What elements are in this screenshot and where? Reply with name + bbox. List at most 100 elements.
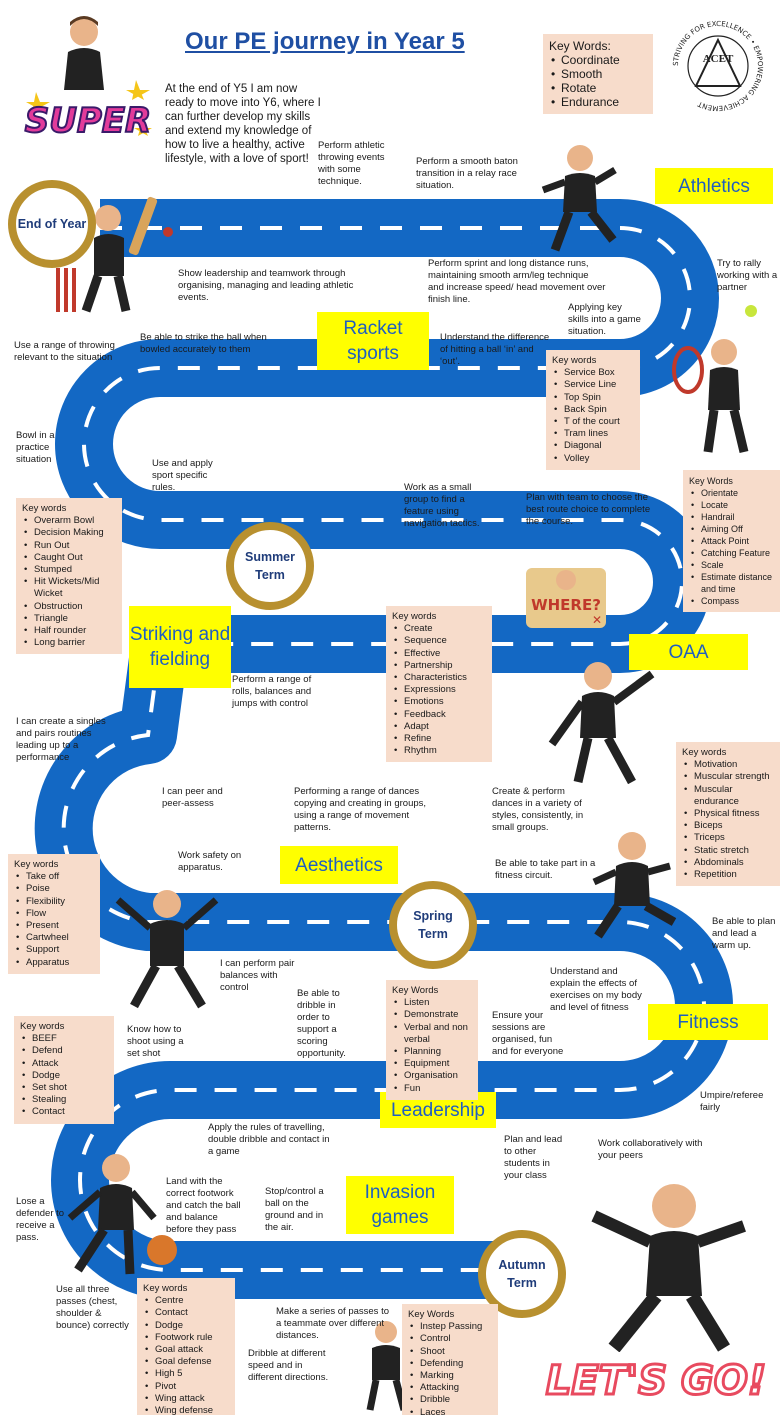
logo-center-text: ACET <box>703 53 734 65</box>
keyword-item: Laces <box>408 1407 492 1415</box>
keyword-item: Obstruction <box>22 601 116 613</box>
note-three-passes: Use all three passes (chest, shoulder & … <box>56 1284 129 1331</box>
keyword-item: Expressions <box>392 684 486 696</box>
keyword-item: Marking <box>408 1370 492 1382</box>
keywords-gymnastics: Key words Take off Poise Flexibility Flo… <box>8 854 100 974</box>
keywords-title: Key Words <box>392 985 439 996</box>
note-lose-defender: Lose a defender to receive a pass. <box>16 1196 65 1243</box>
keyword-item: Dribble <box>408 1394 492 1406</box>
keyword-item: Contact <box>143 1307 229 1319</box>
note-routines: I can create a singles and pairs routine… <box>16 716 106 763</box>
note-warm-up: Be able to plan and lead a warm up. <box>712 916 776 951</box>
keyword-item: Partnership <box>392 660 486 672</box>
note-sport-rules: Use and apply sport specific rules. <box>152 458 213 493</box>
keyword-item: Static stretch <box>682 845 774 857</box>
label-oaa: OAA <box>629 634 748 670</box>
keywords-dance: Key words Create Sequence Effective Part… <box>386 606 492 763</box>
keyword-item: Overarm Bowl <box>22 515 116 527</box>
keyword-item: Run Out <box>22 540 116 552</box>
keyword-item: Emotions <box>392 696 486 708</box>
keyword-item: Half rounder <box>22 625 116 637</box>
keyword-item: Defend <box>20 1045 108 1057</box>
keywords-title: Key words <box>14 859 59 870</box>
keywords-athletics: Key Words: Coordinate Smooth Rotate Endu… <box>543 34 653 114</box>
keyword-item: Verbal and non verbal <box>392 1022 472 1046</box>
keyword-item: Attack Point <box>689 535 774 547</box>
tennis-racket-icon <box>672 346 704 394</box>
keyword-item: Organisation <box>392 1070 472 1082</box>
keywords-title: Key words <box>392 611 437 622</box>
keywords-title: Key words <box>20 1021 65 1032</box>
keyword-item: Attack <box>20 1058 108 1070</box>
keyword-item: Wing defense <box>143 1405 229 1415</box>
dancer-avatar <box>548 654 663 789</box>
keyword-item: Centre <box>143 1295 229 1307</box>
keyword-item: Attacking <box>408 1382 492 1394</box>
keyword-item: Diagonal <box>552 440 634 452</box>
keywords-invasion: Key words Centre Contact Dodge Footwork … <box>137 1278 235 1415</box>
keyword-item: Cartwheel <box>14 932 94 944</box>
note-bowl-practice: Bowl in a practice situation <box>16 430 55 465</box>
keyword-item: Shoot <box>408 1346 492 1358</box>
keyword-item: Effective <box>392 648 486 660</box>
note-strike-ball: Be able to strike the ball when bowled a… <box>140 332 267 355</box>
keyword-item: Sequence <box>392 635 486 647</box>
keywords-striking: Key words Overarm Bowl Decision Making R… <box>16 498 122 655</box>
note-leadership-athletics: Show leadership and teamwork through org… <box>178 268 354 303</box>
keyword-item: Scale <box>689 559 774 571</box>
runner-avatar <box>535 140 625 260</box>
keywords-title: Key words <box>143 1283 188 1294</box>
note-rally-partner: Try to rally working with a partner <box>717 258 778 293</box>
keyword-item: Handrail <box>689 511 774 523</box>
keyword-item: Apparatus <box>14 957 94 969</box>
note-umpire: Umpire/referee fairly <box>700 1090 764 1113</box>
keyword-item: Set shot <box>20 1082 108 1094</box>
keyword-item: Dodge <box>20 1070 108 1082</box>
keyword-item: Abdominals <box>682 857 774 869</box>
keyword-item: BEEF <box>20 1033 108 1045</box>
keyword-item: Contact <box>20 1106 108 1118</box>
keyword-item: High 5 <box>143 1368 229 1380</box>
note-peer-assess: I can peer and peer-assess <box>162 786 223 809</box>
note-in-out: Understand the difference of hitting a b… <box>440 332 550 367</box>
note-rules-travelling: Apply the rules of travelling, double dr… <box>208 1122 330 1157</box>
note-landing-footwork: Land with the correct footwork and catch… <box>166 1176 241 1235</box>
label-racket-sports: Racket sports <box>317 312 429 370</box>
keyword-item: Footwork rule <box>143 1332 229 1344</box>
keywords-title: Key Words <box>408 1309 455 1320</box>
keyword-item: Wing attack <box>143 1393 229 1405</box>
keyword-item: Defending <box>408 1358 492 1370</box>
label-striking-fielding: Striking and fielding <box>129 606 231 688</box>
keyword-item: Goal defense <box>143 1356 229 1368</box>
lets-go-text: LET'S GO! <box>546 1358 766 1404</box>
keyword-item: Instep Passing <box>408 1321 492 1333</box>
keyword-item: Coordinate <box>549 53 647 67</box>
keyword-item: Estimate distance and time <box>689 571 774 595</box>
term-summer: Summer Term <box>226 522 314 610</box>
keyword-item: Fun <box>392 1083 472 1095</box>
note-pair-balances: I can perform pair balances with control <box>220 958 295 993</box>
note-dribble-support: Be able to dribble in order to support a… <box>297 988 346 1059</box>
keywords-title: Key words <box>22 503 67 514</box>
keyword-item: Top Spin <box>552 392 634 404</box>
keyword-item: Listen <box>392 997 472 1009</box>
keyword-item: Long barrier <box>22 637 116 649</box>
keywords-oaa: Key Words Orientate Locate Handrail Aimi… <box>683 470 780 612</box>
note-dance-styles: Create & perform dances in a variety of … <box>492 786 584 833</box>
keyword-item: Motivation <box>682 759 774 771</box>
keyword-item: Locate <box>689 499 774 511</box>
keyword-item: Catching Feature <box>689 547 774 559</box>
keywords-title: Key words <box>552 355 597 366</box>
keywords-netball: Key words BEEF Defend Attack Dodge Set s… <box>14 1016 114 1124</box>
note-exercise-effects: Understand and explain the effects of ex… <box>550 966 642 1013</box>
super-sticker: SUPER <box>16 72 161 152</box>
keyword-item: Service Line <box>552 379 634 391</box>
keyword-item: Orientate <box>689 487 774 499</box>
note-athletics-throwing: Perform athletic throwing events with so… <box>318 140 385 187</box>
keyword-item: Dodge <box>143 1320 229 1332</box>
keywords-fitness: Key words Motivation Muscular strength M… <box>676 742 780 887</box>
bitmoji-avatar <box>44 10 124 95</box>
lets-go-sticker: LET'S GO! <box>540 1352 772 1406</box>
